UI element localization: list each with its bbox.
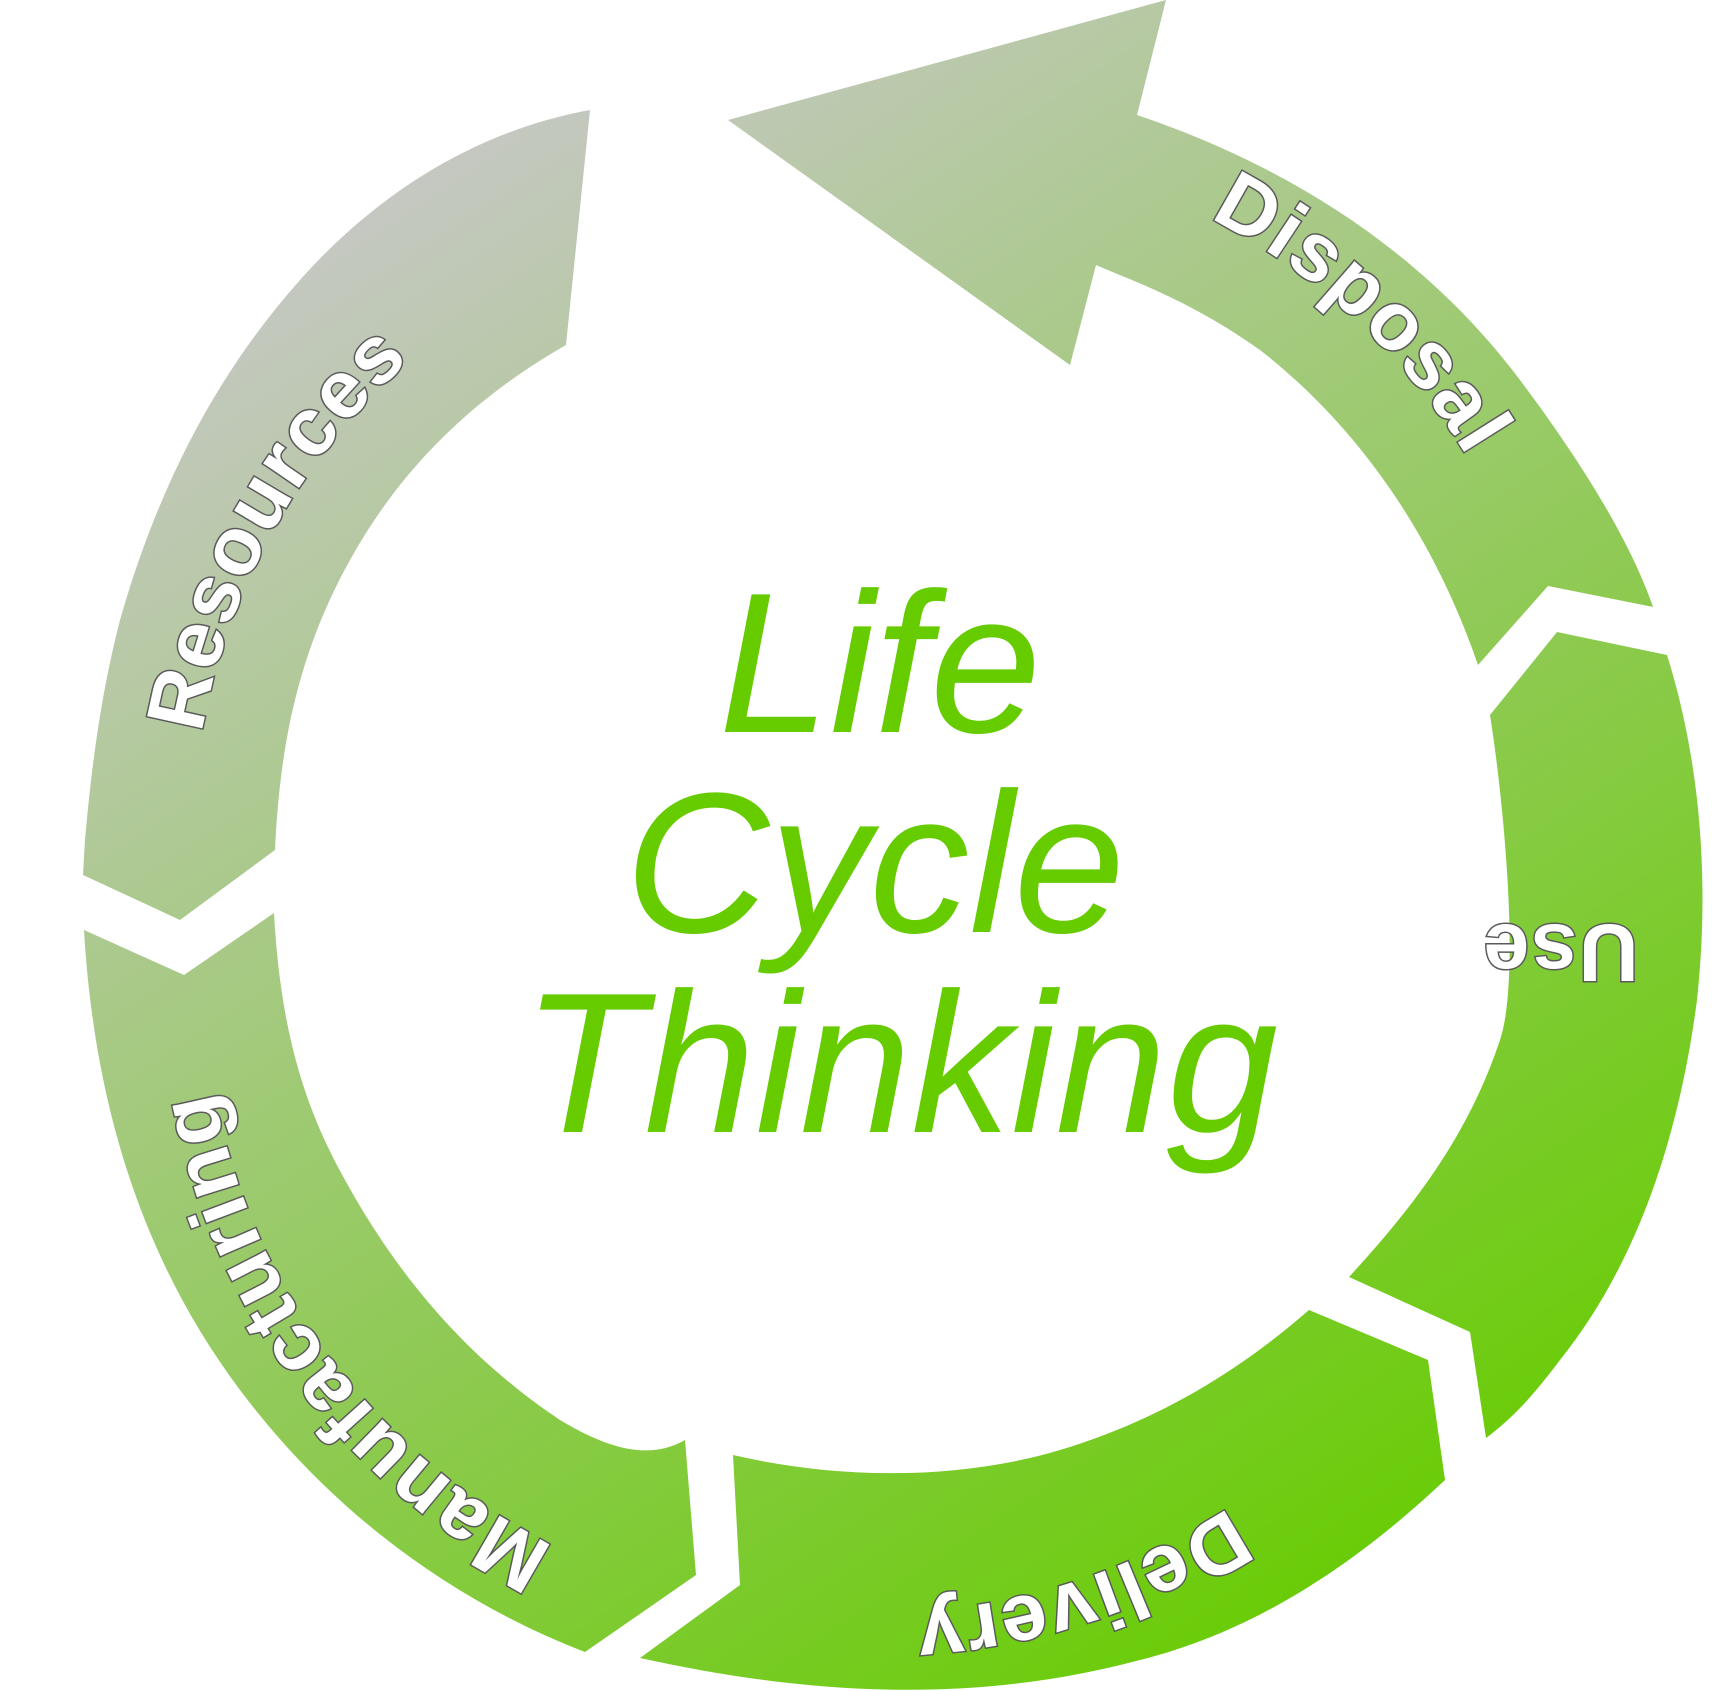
ring xyxy=(83,0,1703,1690)
arrow-delivery xyxy=(640,1310,1445,1690)
arrow-resources xyxy=(83,110,590,920)
title-line-1: Life xyxy=(719,552,1041,775)
label-use: Use xyxy=(1482,907,1638,998)
center-title: Life Cycle Thinking xyxy=(522,552,1278,1175)
arrow-manufacturing xyxy=(84,913,696,1652)
title-line-3: Thinking xyxy=(522,952,1278,1175)
arrow-use xyxy=(1349,632,1703,1438)
title-line-2: Cycle xyxy=(625,752,1125,975)
arrow-disposal xyxy=(728,0,1653,665)
